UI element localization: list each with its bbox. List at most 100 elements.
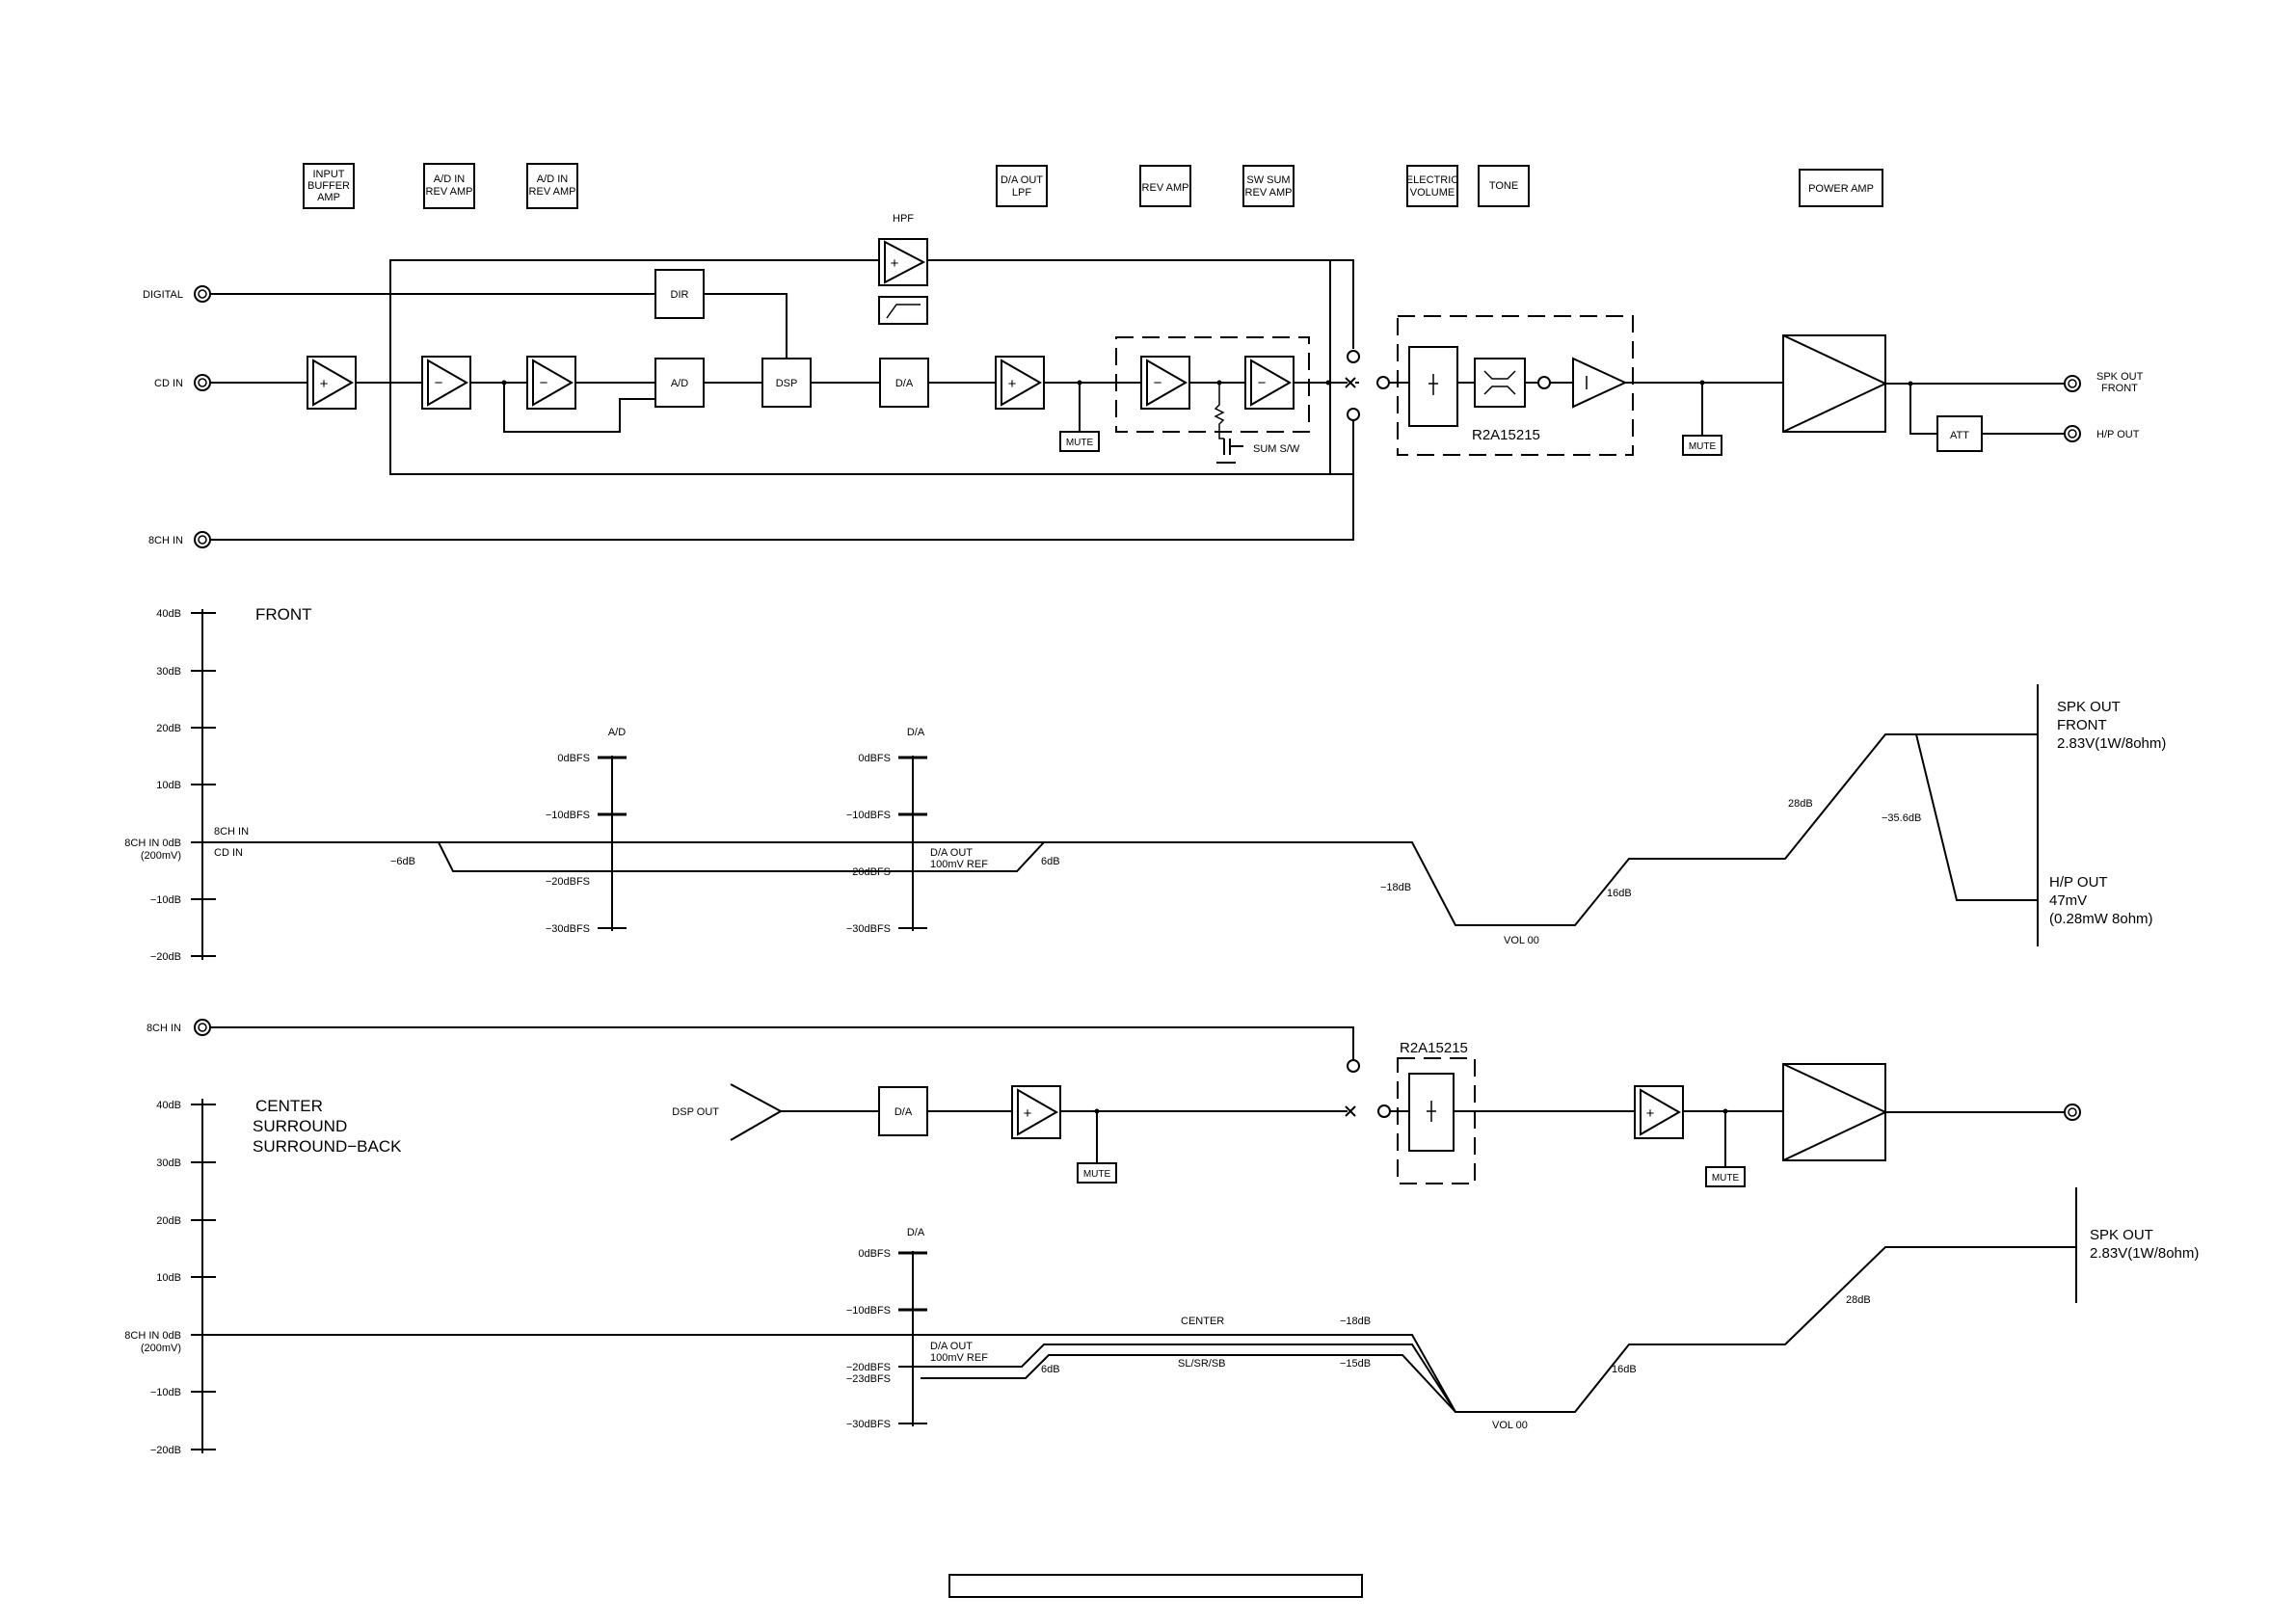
label-sw-rev-amp: REV AMP	[1245, 187, 1293, 199]
label-box-sw-sum-rev-amp	[1242, 165, 1295, 207]
processing-frame	[389, 259, 1331, 475]
center-da-0dbfs: 0dBFS	[858, 1248, 891, 1260]
center-mute-block-1	[1077, 1162, 1117, 1184]
front-axis-10: 10dB	[156, 780, 181, 791]
label-input: INPUT	[313, 169, 345, 180]
front-ad-m30dbfs: −30dBFS	[546, 923, 590, 935]
selector-contact-bottom	[1347, 408, 1360, 421]
label-tone: TONE	[1489, 180, 1518, 192]
center-mute-label-1: MUTE	[1083, 1169, 1111, 1180]
label-buffer: BUFFER	[307, 180, 350, 192]
spk-out-front-label: FRONT	[2101, 383, 2138, 394]
front-vol-00: VOL 00	[1504, 935, 1539, 946]
center-spk-out-jack-inner	[2068, 1107, 2077, 1117]
rev-sum-dashed-group	[1115, 336, 1310, 433]
center-selector-top	[1347, 1059, 1360, 1073]
center-ch8-in-jack-inner	[198, 1023, 207, 1032]
center-ch8-in-wire	[210, 1026, 1354, 1060]
input-buffer-triangle	[312, 359, 355, 407]
center-da-m23dbfs: −23dBFS	[846, 1373, 891, 1385]
input-buffer-amp	[307, 356, 357, 410]
center-ref-label: 8CH IN 0dB	[124, 1330, 181, 1342]
cd-in-label: CD IN	[154, 378, 183, 389]
center-mute-block-2	[1705, 1166, 1746, 1187]
plus-sign-hpf: +	[891, 255, 899, 272]
center-title-surround-back: SURROUND−BACK	[253, 1137, 402, 1156]
sum-sw-label: SUM S/W	[1253, 443, 1300, 455]
front-minus6db: −6dB	[390, 856, 415, 867]
center-da-m30dbfs: −30dBFS	[846, 1419, 891, 1430]
dsp-block	[761, 358, 812, 408]
ch8-in-jack	[194, 531, 211, 548]
minus-sign-1: −	[435, 375, 443, 391]
center-block-diagram: 8CH IN DSP OUT D/A + MUTE R2A15215 +	[147, 1019, 2081, 1187]
ic-dashed-group	[1397, 315, 1634, 456]
center-da-m10dbfs: −10dBFS	[846, 1305, 891, 1317]
front-ref-label: 8CH IN 0dB	[124, 838, 181, 849]
hpf-out-wire	[927, 259, 1354, 349]
front-spk-out-voltage: 2.83V(1W/8ohm)	[2057, 735, 2166, 752]
center-spk-out: SPK OUT	[2090, 1227, 2153, 1243]
da-label: D/A	[895, 378, 914, 389]
center-plus6db: 6dB	[1041, 1364, 1060, 1375]
mute-label-1: MUTE	[1066, 438, 1094, 448]
hp-out-label: H/P OUT	[2096, 429, 2140, 440]
label-sw-sum: SW SUM	[1246, 174, 1290, 186]
center-selector-common	[1377, 1104, 1391, 1118]
label-box-electric-volume	[1406, 165, 1458, 207]
center-ic-dashed-group	[1397, 1057, 1476, 1184]
center-da-out: D/A OUT	[930, 1341, 973, 1352]
dsp-label: DSP	[776, 378, 798, 389]
center-da-ref: 100mV REF	[930, 1352, 988, 1364]
front-axis-20: 20dB	[156, 723, 181, 734]
tone-node	[1537, 376, 1551, 389]
label-box-ad-in-rev-amp-2	[526, 163, 578, 209]
sw-sum-triangle	[1250, 359, 1293, 407]
digital-jack-inner	[198, 289, 207, 299]
title-block-frame	[948, 1574, 1363, 1598]
center-surround-back-path	[921, 1354, 1456, 1413]
da-out-lpf	[995, 356, 1045, 410]
minus-sign-4: −	[1258, 375, 1267, 391]
ch8-in-wire	[210, 420, 1354, 541]
plus-sign-1: +	[320, 376, 329, 392]
front-da-m10dbfs: −10dBFS	[846, 810, 891, 821]
hpf-block	[878, 238, 928, 286]
ch8-in-label: 8CH IN	[148, 535, 183, 546]
mute-label-2: MUTE	[1689, 441, 1717, 452]
center-center-label: CENTER	[1181, 1316, 1224, 1327]
front-hp-out-power: (0.28mW 8ohm)	[2049, 911, 2153, 927]
cd-in-jack	[194, 374, 211, 391]
hpf-triangle	[884, 240, 926, 284]
label-box-rev-amp	[1139, 165, 1191, 207]
sw-sum-rev-amp-block	[1244, 356, 1295, 410]
center-axis-10: 10dB	[156, 1272, 181, 1284]
label-electric: ELECTRIC	[1406, 174, 1458, 186]
label-box-power-amp	[1799, 169, 1883, 207]
tone-block	[1474, 358, 1526, 408]
label-rev-amp: REV AMP	[1142, 182, 1189, 194]
hp-out-jack-inner	[2068, 429, 2077, 439]
ad-in-rev-amp-2	[526, 356, 576, 410]
att-label: ATT	[1950, 430, 1969, 441]
ic-label-front: R2A15215	[1472, 427, 1540, 443]
front-cd-in: CD IN	[214, 847, 243, 859]
spk-out-front-jack-inner	[2068, 379, 2077, 388]
front-axis-40: 40dB	[156, 608, 181, 620]
front-axis-30: 30dB	[156, 666, 181, 678]
label-da-out: D/A OUT	[1001, 174, 1043, 186]
front-hp-out-mv: 47mV	[2049, 892, 2087, 909]
label-box-tone	[1478, 165, 1530, 207]
selector-bottom-wire	[1330, 420, 1354, 475]
front-plus16db: 16dB	[1607, 888, 1632, 899]
hp-out-jack	[2064, 425, 2081, 442]
front-hp-path	[1915, 733, 2038, 901]
center-amp-block	[1634, 1085, 1684, 1139]
front-level-chart: 40dB 30dB 20dB 10dB 8CH IN 0dB (200mV) −…	[124, 605, 2166, 963]
front-spk-out-front: FRONT	[2057, 717, 2107, 733]
ad-label: A/D	[671, 378, 688, 389]
digital-jack	[194, 285, 211, 303]
center-selector-cross-b	[1345, 1105, 1356, 1117]
selector-common	[1376, 376, 1390, 389]
